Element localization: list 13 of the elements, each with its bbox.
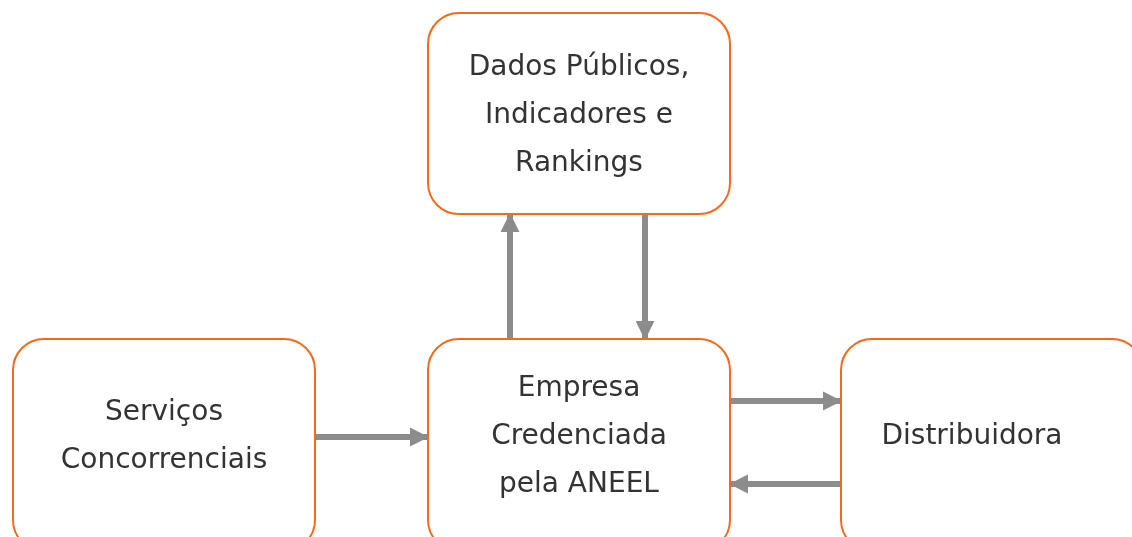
arrow xyxy=(731,391,842,411)
arrow xyxy=(729,474,840,494)
rounded-box xyxy=(427,338,731,537)
box-label: Distribuidora xyxy=(881,417,1063,453)
arrow xyxy=(500,213,520,338)
rounded-box xyxy=(840,338,1132,537)
box-label: Serviços Concorrenciais xyxy=(59,393,269,477)
arrow xyxy=(635,215,655,340)
box-label: Empresa Credenciada pela ANEEL xyxy=(490,369,668,501)
rounded-box xyxy=(427,12,731,215)
box-label: Dados Públicos, Indicadores e Rankings xyxy=(467,47,691,180)
arrow xyxy=(316,427,429,447)
rounded-box xyxy=(12,338,316,537)
